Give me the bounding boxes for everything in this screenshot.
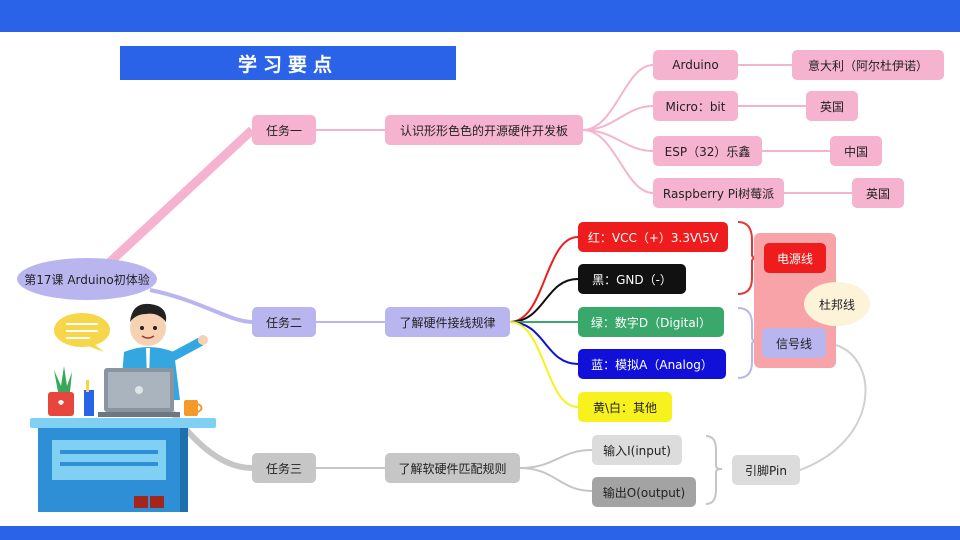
country-china: 中国	[830, 136, 882, 166]
cup-icon	[184, 400, 203, 416]
wire-green: 绿：数字D（Digital）	[578, 307, 724, 337]
board-raspberry-pi: Raspberry Pi树莓派	[653, 178, 784, 208]
power-line: 电源线	[764, 243, 826, 273]
wire-black: 黑：GND（-）	[578, 264, 686, 294]
wire-blue: 蓝：模拟A（Analog）	[578, 349, 726, 379]
speech-bubble-icon	[54, 313, 110, 352]
topic-software-hardware: 了解软硬件匹配规则	[385, 453, 520, 483]
board-arduino: Arduino	[653, 50, 738, 80]
output-node: 输出O(output)	[592, 477, 696, 507]
task-three: 任务三	[252, 453, 316, 483]
wire-red: 红：VCC（+）3.3V\5V	[578, 222, 728, 252]
teacher-illustration	[30, 303, 216, 512]
input-node: 输入I(input)	[592, 435, 682, 465]
country-uk-1: 英国	[806, 91, 858, 121]
bottom-bar	[0, 526, 960, 540]
wire-yellow: 黄\白：其他	[578, 392, 672, 422]
signal-line: 信号线	[762, 328, 826, 358]
dupont-wire: 杜邦线	[804, 282, 870, 326]
page-title: 学习要点	[120, 46, 456, 80]
pin-node: 引脚Pin	[732, 455, 800, 485]
task-one: 任务一	[252, 115, 316, 145]
country-uk-2: 英国	[852, 178, 904, 208]
country-italy: 意大利（阿尔杜伊诺）	[792, 50, 944, 80]
laptop-icon	[98, 368, 180, 417]
plant-icon	[48, 366, 74, 416]
board-esp32: ESP（32）乐鑫	[653, 136, 762, 166]
board-microbit: Micro：bit	[653, 91, 738, 121]
task-two: 任务二	[252, 307, 316, 337]
center-topic: 第17课 Arduino初体验	[17, 258, 157, 300]
topic-boards: 认识形形色色的开源硬件开发板	[385, 115, 583, 145]
top-bar	[0, 0, 960, 32]
desk-icon	[30, 418, 216, 512]
pencil-cup-icon	[84, 380, 94, 416]
topic-wiring: 了解硬件接线规律	[385, 307, 510, 337]
